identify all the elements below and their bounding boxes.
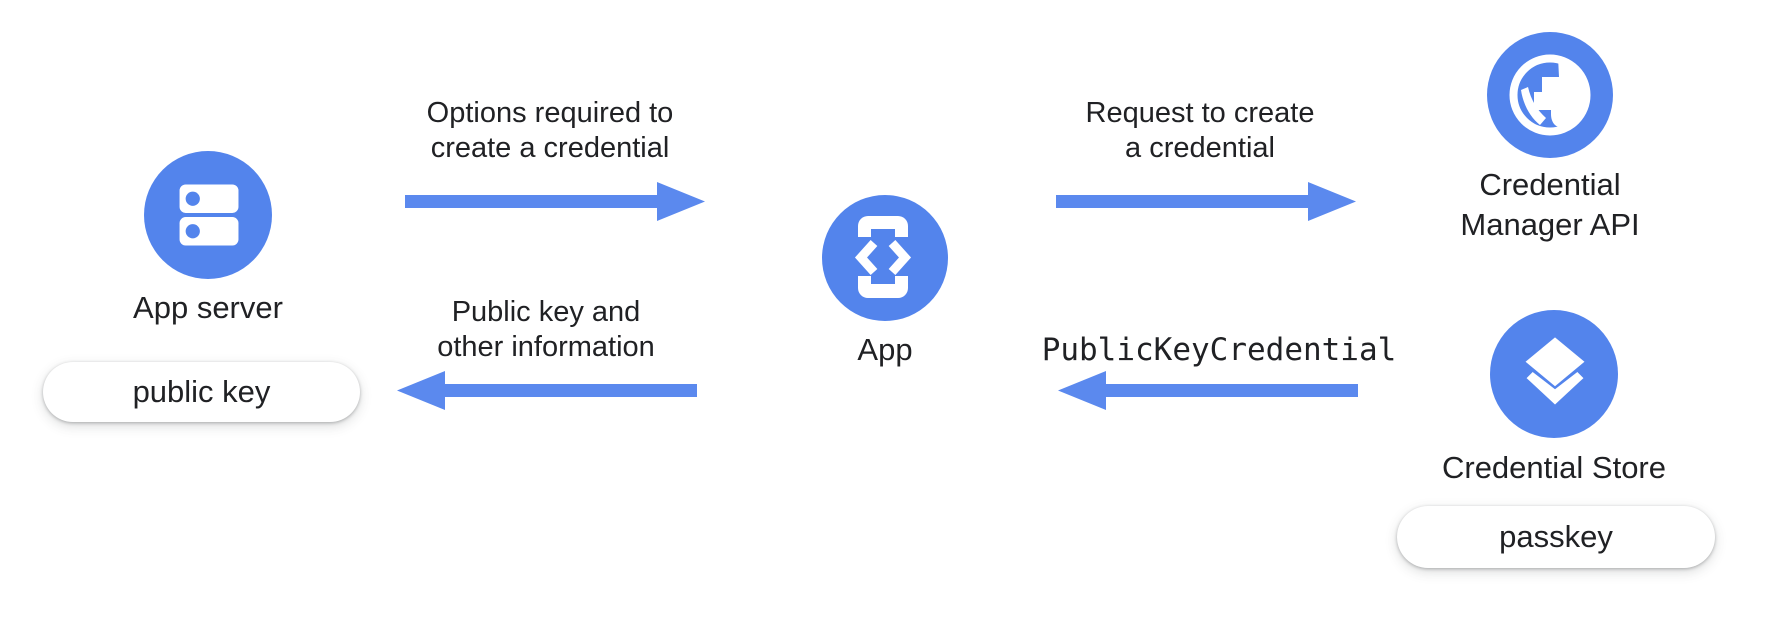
- request-caption-line1: Request to create: [1085, 97, 1315, 129]
- app-server-label: App server: [133, 290, 283, 325]
- passkey-pill: passkey: [1397, 506, 1715, 568]
- app-bubble: [822, 195, 948, 321]
- publickeycredential-left-arrow-icon: [1058, 371, 1358, 410]
- passkey-pill-label: passkey: [1499, 519, 1613, 554]
- publickeycredential-caption: PublicKeyCredential: [1041, 332, 1397, 368]
- request-right-arrow-icon: [1056, 182, 1356, 221]
- layers-icon: [1525, 337, 1585, 405]
- options-arrow-caption: Options required to create a credential: [385, 96, 715, 166]
- options-right-arrow-icon: [405, 182, 705, 221]
- globe-icon: [1509, 54, 1591, 136]
- credential-manager-api-bubble: [1487, 32, 1613, 158]
- server-icon: [179, 184, 239, 246]
- credential-store-bubble: [1490, 310, 1618, 438]
- public-key-info-caption-line1: Public key and: [451, 296, 641, 328]
- public-key-info-arrow-caption: Public key and other information: [381, 295, 711, 365]
- options-caption-line1: Options required to: [426, 97, 674, 129]
- options-caption-line2: create a credential: [430, 132, 670, 164]
- credential-store-label: Credential Store: [1441, 450, 1666, 485]
- phone-code-icon: [854, 216, 912, 298]
- credential-manager-api-label: Credential Manager API: [1400, 165, 1700, 245]
- public-key-pill: public key: [43, 362, 360, 422]
- app-label: App: [857, 332, 913, 367]
- public-key-pill-label: public key: [132, 374, 271, 409]
- public-key-info-left-arrow-icon: [397, 371, 697, 410]
- credential-manager-api-label-line2: Manager API: [1460, 207, 1640, 242]
- credential-manager-api-label-line1: Credential: [1479, 167, 1621, 202]
- app-server-bubble: [144, 151, 272, 279]
- request-caption-line2: a credential: [1125, 132, 1275, 164]
- public-key-info-caption-line2: other information: [437, 331, 655, 363]
- request-arrow-caption: Request to create a credential: [1035, 96, 1365, 166]
